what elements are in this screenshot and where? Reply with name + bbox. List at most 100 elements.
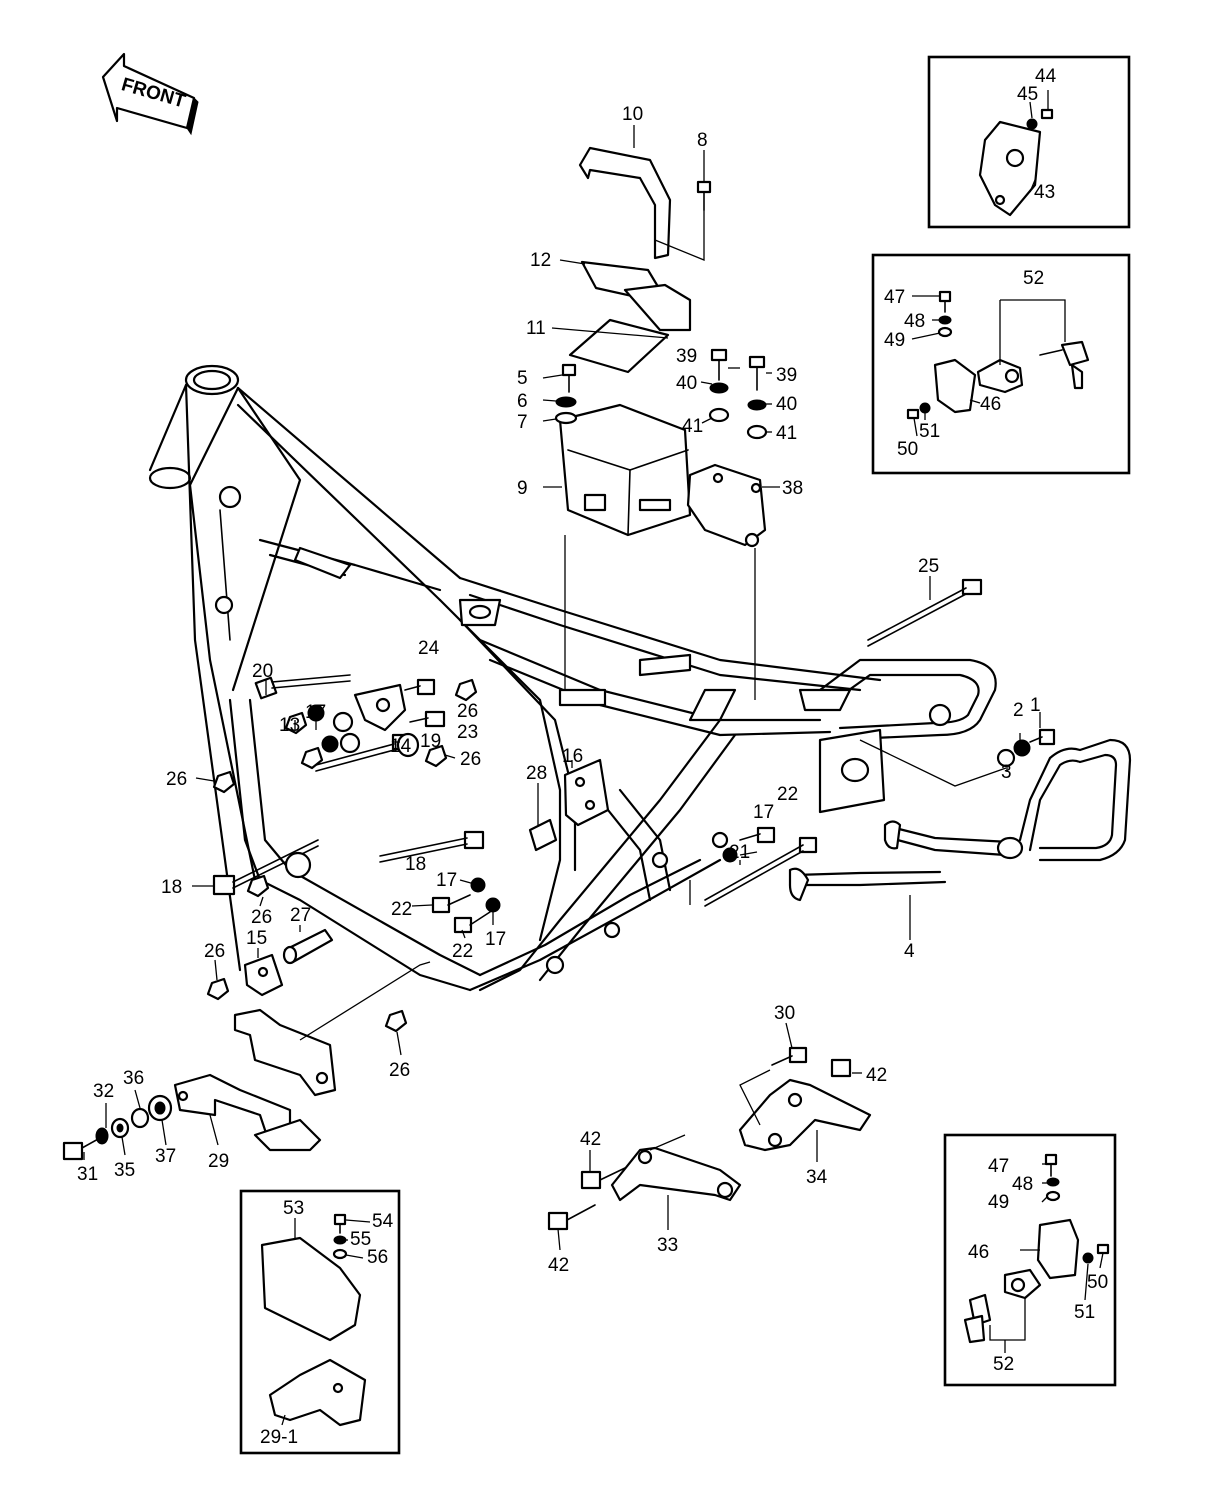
steering-head-bottom <box>148 466 192 490</box>
label-17a: 17 <box>305 702 326 723</box>
label-8: 8 <box>697 130 708 151</box>
label-46a: 46 <box>980 394 1001 415</box>
fasteners-lower-left <box>62 1094 173 1161</box>
label-49a: 49 <box>884 330 905 351</box>
label-41a: 41 <box>682 416 703 437</box>
label-18b: 18 <box>405 854 426 875</box>
label-17b: 17 <box>753 802 774 823</box>
label-15: 15 <box>246 928 267 949</box>
part-11-pad <box>568 318 670 374</box>
inset2-parts <box>906 290 1090 420</box>
label-12: 12 <box>530 250 551 271</box>
label-30: 30 <box>774 1003 795 1024</box>
label-35: 35 <box>114 1160 135 1181</box>
label-26c: 26 <box>166 769 187 790</box>
inset-box-steering-lock-plate <box>927 55 1131 229</box>
label-43: 43 <box>1034 182 1055 203</box>
label-2: 2 <box>1013 700 1024 721</box>
label-51a: 51 <box>919 421 940 442</box>
label-13: 13 <box>279 715 300 736</box>
main-frame <box>148 364 997 992</box>
label-24: 24 <box>418 638 440 659</box>
label-9: 9 <box>517 478 528 499</box>
label-16: 16 <box>562 746 583 767</box>
label-19: 19 <box>420 731 441 752</box>
label-1: 1 <box>1030 695 1041 716</box>
part-53-cover <box>260 1236 362 1342</box>
part-4-stand <box>788 738 1132 902</box>
label-42a: 42 <box>866 1065 887 1086</box>
label-44: 44 <box>1035 66 1057 87</box>
label-42c: 42 <box>548 1255 569 1276</box>
label-27: 27 <box>290 905 311 926</box>
part-10-strap <box>578 146 672 260</box>
label-33: 33 <box>657 1235 678 1256</box>
label-3: 3 <box>1001 762 1012 783</box>
inset1-parts <box>978 108 1054 217</box>
label-39a: 39 <box>676 346 697 367</box>
label-47a: 47 <box>884 287 905 308</box>
label-47b: 47 <box>988 1156 1009 1177</box>
label-50a: 50 <box>897 439 918 460</box>
label-23: 23 <box>457 722 478 743</box>
label-50b: 50 <box>1087 1272 1108 1293</box>
inset-box-ignition-switch-lower <box>943 1133 1117 1387</box>
label-42b: 42 <box>580 1129 601 1150</box>
label-37: 37 <box>155 1146 176 1167</box>
inset3-parts <box>963 1153 1110 1344</box>
label-48a: 48 <box>904 311 925 332</box>
label-20: 20 <box>252 661 273 682</box>
label-46b: 46 <box>968 1242 989 1263</box>
label-6: 6 <box>517 391 528 412</box>
label-36: 36 <box>123 1068 144 1089</box>
part-9-battery-case <box>558 403 692 537</box>
label-14: 14 <box>390 736 412 757</box>
part-16-bracket <box>563 758 610 827</box>
label-29: 29 <box>208 1151 229 1172</box>
label-26a: 26 <box>457 701 478 722</box>
part-29-1-bracket <box>268 1358 367 1427</box>
label-40b: 40 <box>776 394 797 415</box>
label-45: 45 <box>1017 84 1038 105</box>
label-21: 21 <box>729 842 750 863</box>
label-34: 34 <box>806 1167 828 1188</box>
label-22c: 22 <box>452 941 473 962</box>
label-11: 11 <box>526 318 546 339</box>
label-54: 54 <box>372 1211 394 1232</box>
label-39b: 39 <box>776 365 797 386</box>
label-26f: 26 <box>389 1060 410 1081</box>
label-53: 53 <box>283 1198 304 1219</box>
label-26e: 26 <box>204 941 225 962</box>
label-7: 7 <box>517 412 528 433</box>
label-51b: 51 <box>1074 1302 1095 1323</box>
label-4: 4 <box>904 941 915 962</box>
label-41b: 41 <box>776 423 797 444</box>
label-55: 55 <box>350 1229 371 1250</box>
label-29-1: 29-1 <box>260 1427 298 1448</box>
inset-box-ignition-switch-upper <box>871 253 1131 475</box>
label-40a: 40 <box>676 373 697 394</box>
label-25: 25 <box>918 556 939 577</box>
label-38: 38 <box>782 478 803 499</box>
label-28: 28 <box>526 763 547 784</box>
part-34-bracket <box>738 1078 872 1152</box>
part-38-relay <box>686 463 767 547</box>
label-10: 10 <box>622 104 643 125</box>
inset4-parts <box>260 1213 367 1427</box>
inset-box-electrical-cover <box>239 1189 401 1455</box>
front-direction-arrow: FRONT <box>101 52 199 136</box>
label-26d: 26 <box>251 907 272 928</box>
leader-lines <box>83 90 1104 1426</box>
fasteners-battery-area <box>554 180 768 440</box>
part-number-labels: 1 2 3 4 5 6 7 8 9 10 11 12 13 14 15 16 1… <box>77 66 1108 1448</box>
left-side-fasteners <box>206 578 1056 1231</box>
label-22a: 22 <box>777 784 798 805</box>
label-32: 32 <box>93 1081 114 1102</box>
label-5: 5 <box>517 368 528 389</box>
label-22b: 22 <box>391 899 412 920</box>
part-28-collar <box>528 818 558 852</box>
label-17d: 17 <box>485 929 506 950</box>
label-26b: 26 <box>460 749 481 770</box>
label-18a: 18 <box>161 877 182 898</box>
